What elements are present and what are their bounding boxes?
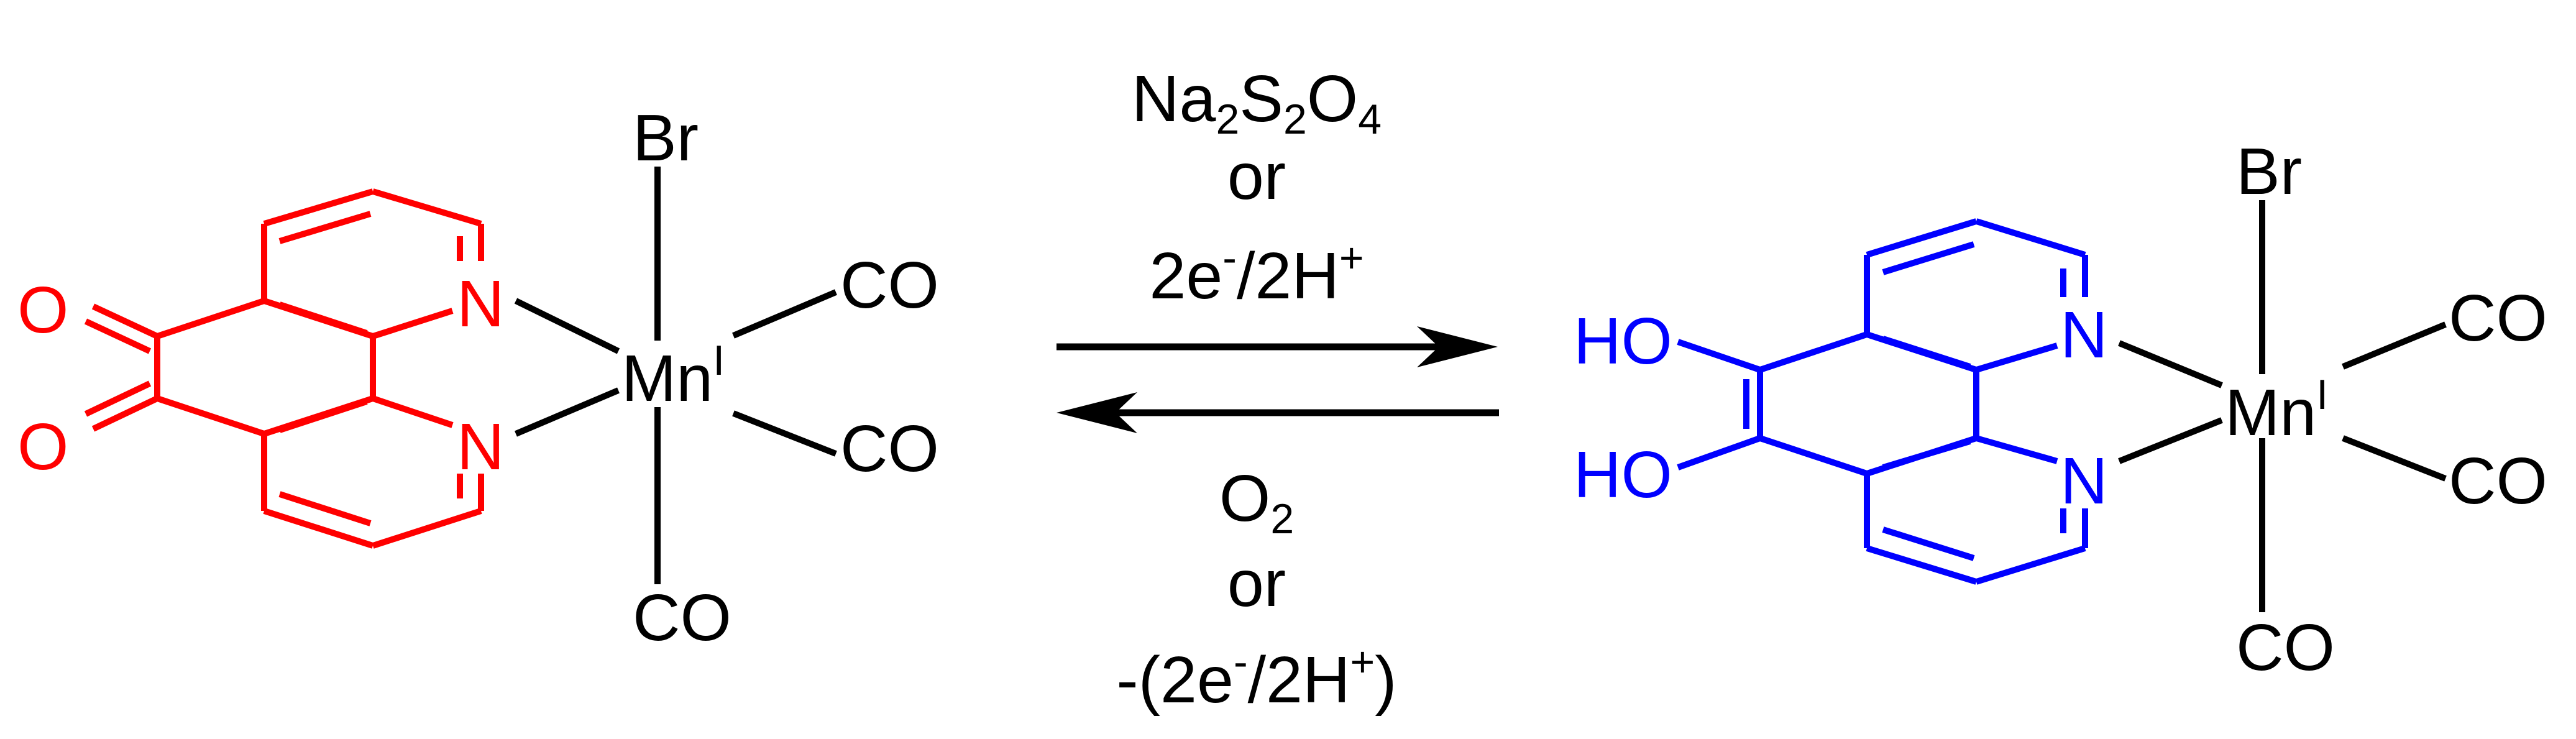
left-nitrogen-top: N — [457, 267, 505, 341]
right-metal-bonds — [2118, 200, 2447, 612]
right-nitrogen-bottom: N — [2060, 444, 2108, 518]
left-equatorial-co-top: CO — [840, 249, 939, 322]
left-metal-bonds — [514, 167, 837, 584]
right-metal-symbol: Mn — [2225, 376, 2316, 449]
reverse-conditions: O2 or -(2e-/2H+) — [1116, 462, 1396, 717]
right-equatorial-co-top: CO — [2449, 282, 2547, 355]
equilibrium-arrows — [1057, 326, 1499, 433]
right-ligand-bonds — [1677, 218, 2088, 585]
forward-arrowhead — [1417, 326, 1498, 367]
right-metal-label: MnI — [2225, 371, 2328, 449]
right-hydroxyl-top: HO — [1574, 305, 1672, 378]
reverse-arrowhead — [1057, 392, 1137, 433]
left-axial-br: Br — [633, 101, 699, 175]
right-axial-br: Br — [2236, 135, 2302, 208]
left-oxidation-state: I — [713, 337, 725, 384]
left-axial-co: CO — [633, 581, 731, 654]
reverse-or: or — [1227, 547, 1286, 620]
left-metal-label: MnI — [621, 337, 725, 415]
left-complex: O O N N MnI Br CO CO CO — [17, 101, 939, 654]
forward-conditions: Na2S2O4 or 2e-/2H+ — [1132, 62, 1382, 313]
reverse-reagent: O2 — [1219, 462, 1294, 543]
right-equatorial-co-bottom: CO — [2449, 444, 2547, 518]
left-ligand-bonds — [84, 188, 484, 549]
right-complex: HO HO N N MnI Br CO CO CO — [1574, 135, 2547, 684]
right-axial-co: CO — [2236, 611, 2335, 684]
right-hydroxyl-bottom: HO — [1574, 438, 1672, 512]
left-oxygen-bottom: O — [17, 410, 68, 484]
left-nitrogen-bottom: N — [457, 410, 505, 484]
forward-reagent: Na2S2O4 — [1132, 62, 1382, 143]
left-equatorial-co-bottom: CO — [840, 412, 939, 485]
forward-or: or — [1227, 140, 1286, 213]
forward-electrochemical: 2e-/2H+ — [1149, 234, 1364, 313]
right-nitrogen-top: N — [2060, 298, 2108, 372]
reverse-electrochemical: -(2e-/2H+) — [1116, 638, 1396, 717]
right-oxidation-state: I — [2316, 371, 2328, 418]
left-metal-symbol: Mn — [621, 342, 713, 415]
left-oxygen-top: O — [17, 273, 68, 347]
